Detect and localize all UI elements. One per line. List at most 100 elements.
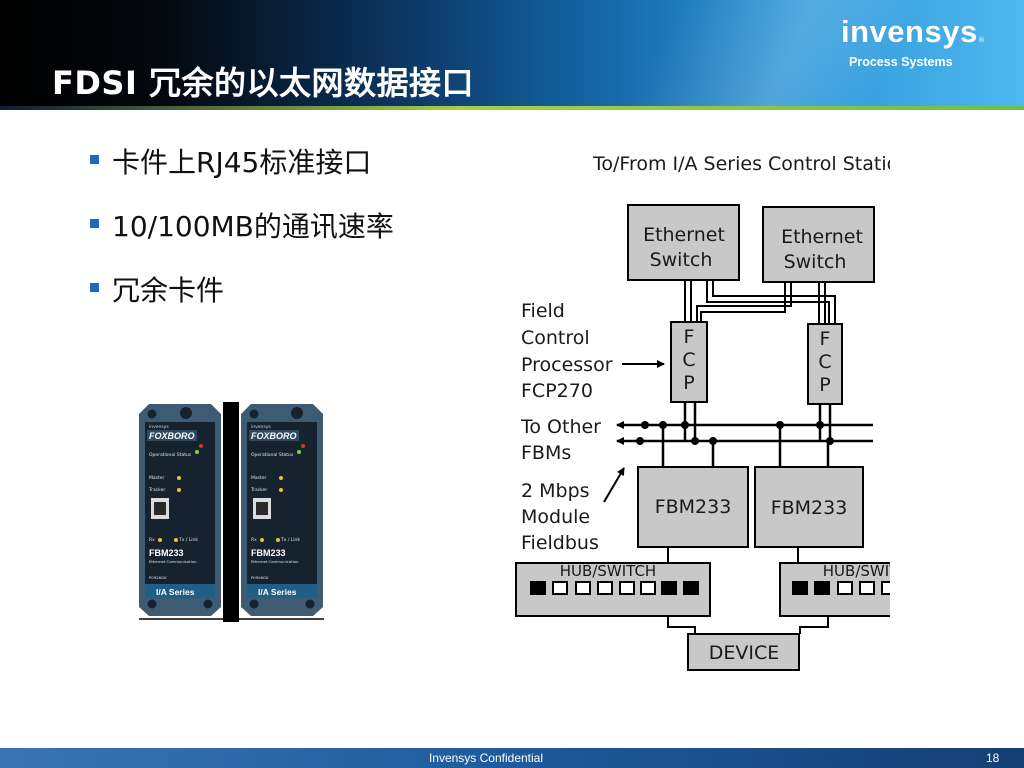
module-tracker-label: Tracker: [148, 487, 165, 493]
module-part-number: P0926GX: [251, 575, 269, 580]
bullet-item: 冗余卡件: [88, 268, 488, 332]
hub-label: HUB/SWITCH: [560, 562, 656, 580]
mount-hole-icon: [203, 599, 213, 609]
hub-ports-left: [530, 581, 699, 595]
fbm233-module-photo: invensys FOXBORO Operational Status Mast…: [137, 402, 327, 622]
registered-mark-icon: ®: [978, 36, 985, 44]
brand-division: Process Systems: [849, 55, 953, 69]
slide-title: FDSI 冗余的以太网数据接口: [52, 64, 475, 102]
bullet-text: 冗余卡件: [112, 274, 225, 307]
footer-text: Invensys Confidential: [428, 751, 544, 765]
module-series: I/A Series: [156, 587, 195, 597]
status-led-icon: [301, 444, 305, 448]
page-number: 18: [986, 751, 1000, 765]
status-led-icon: [297, 450, 301, 454]
switch-label: Switch: [784, 251, 847, 273]
module-fieldbus-lines: [616, 402, 873, 467]
module-part-number: P0926GX: [149, 575, 167, 580]
hub-switch-left: HUB/SWITCH: [515, 562, 711, 617]
hub-device-link: [667, 616, 696, 634]
fcp-letter: P: [683, 372, 694, 394]
switch-label: Switch: [650, 249, 713, 271]
brand-logo-text: invensys: [841, 14, 978, 49]
mount-hole-icon: [249, 599, 259, 609]
fcp-letter: F: [684, 326, 695, 348]
fieldbus-label: Fieldbus: [521, 532, 599, 554]
fcp-box-right: F C P: [807, 323, 843, 405]
fieldbus-junction-dots: [636, 421, 834, 445]
device-label: DEVICE: [709, 642, 780, 664]
fieldbus-label: 2 Mbps: [521, 480, 590, 502]
square-bullet-icon: [90, 155, 99, 164]
module-model: FBM233: [149, 548, 184, 558]
mount-hole-icon: [147, 599, 157, 609]
title-bar-sheen: [380, 0, 1024, 110]
fcp-letter: C: [818, 351, 831, 373]
title-bar-accent-stripe: [0, 106, 1024, 110]
bullet-item: 卡件上RJ45标准接口: [88, 140, 488, 204]
fbm-label: FBM233: [655, 496, 732, 518]
module-brand-small: invensys: [251, 424, 271, 430]
master-led-icon: [279, 476, 283, 480]
title-bar: FDSI 冗余的以太网数据接口 invensys ® Process Syste…: [0, 0, 1024, 110]
bullet-list: 卡件上RJ45标准接口 10/100MB的通讯速率 冗余卡件: [88, 140, 488, 332]
module-rx-label: Rx: [251, 537, 257, 543]
hub-device-link: [799, 616, 829, 634]
module-description: Ethernet Communication: [149, 559, 197, 564]
tracker-led-icon: [177, 488, 181, 492]
module-brand: FOXBORO: [149, 431, 195, 441]
rx-led-icon: [158, 538, 162, 542]
fbm233-box-left: FBM233: [637, 466, 749, 548]
switch-label: Ethernet: [781, 226, 863, 248]
ethernet-switch-right: Ethernet Switch: [762, 206, 875, 283]
tx-led-icon: [174, 538, 178, 542]
tracker-led-icon: [279, 488, 283, 492]
mount-hole-icon: [147, 409, 157, 419]
mount-hole-icon: [249, 409, 259, 419]
fcp-description: Control: [521, 327, 590, 349]
fbm233-module: invensys FOXBORO Operational Status Mast…: [241, 404, 323, 616]
master-led-icon: [177, 476, 181, 480]
module-status-label: Operational Status: [251, 452, 294, 458]
device-box: DEVICE: [687, 633, 800, 671]
fcp-description: FCP270: [521, 380, 593, 402]
fcp-letter: P: [819, 374, 830, 396]
ethernet-switch-left: Ethernet Switch: [627, 204, 740, 281]
switch-fcp-links: [684, 280, 836, 324]
fcp-box-left: F C P: [670, 321, 708, 403]
mount-hole-icon: [305, 599, 315, 609]
hub-label: HUB/SWITCH: [823, 562, 890, 580]
control-station-label: To/From I/A Series Control Station: [592, 153, 890, 175]
footer-bar: Invensys Confidential 18: [0, 748, 1024, 768]
photo-divider: [223, 402, 239, 622]
other-fbms-label: FBMs: [521, 442, 571, 464]
fcp-letter: F: [820, 328, 831, 350]
module-model: FBM233: [251, 548, 286, 558]
bullet-item: 10/100MB的通讯速率: [88, 204, 488, 268]
fieldbus-label: Module: [521, 506, 590, 528]
module-brand: FOXBORO: [251, 431, 297, 441]
module-master-label: Master: [251, 475, 267, 481]
module-description: Ethernet Communication: [251, 559, 299, 564]
fcp-letter: C: [682, 349, 695, 371]
status-led-icon: [195, 450, 199, 454]
fieldbus-pointer-arrow: [603, 467, 625, 503]
tx-led-icon: [276, 538, 280, 542]
square-bullet-icon: [90, 219, 99, 228]
module-tracker-label: Tracker: [250, 487, 267, 493]
status-led-icon: [199, 444, 203, 448]
module-rx-label: Rx: [149, 537, 155, 543]
fbm-label: FBM233: [771, 497, 848, 519]
fbm233-module: invensys FOXBORO Operational Status Mast…: [139, 404, 221, 616]
network-diagram: To/From I/A Series Control Station Ether…: [515, 153, 890, 671]
other-fbms-label: To Other: [520, 416, 601, 438]
mount-hole-icon: [291, 407, 303, 419]
hub-ports-right: [792, 581, 890, 595]
switch-label: Ethernet: [643, 224, 725, 246]
module-series: I/A Series: [258, 587, 297, 597]
module-tx-label: Tx / Link: [178, 537, 198, 543]
fbm233-box-right: FBM233: [754, 466, 864, 548]
bullet-text: 卡件上RJ45标准接口: [112, 146, 372, 179]
fcp-description: Processor: [521, 354, 613, 376]
square-bullet-icon: [90, 283, 99, 292]
